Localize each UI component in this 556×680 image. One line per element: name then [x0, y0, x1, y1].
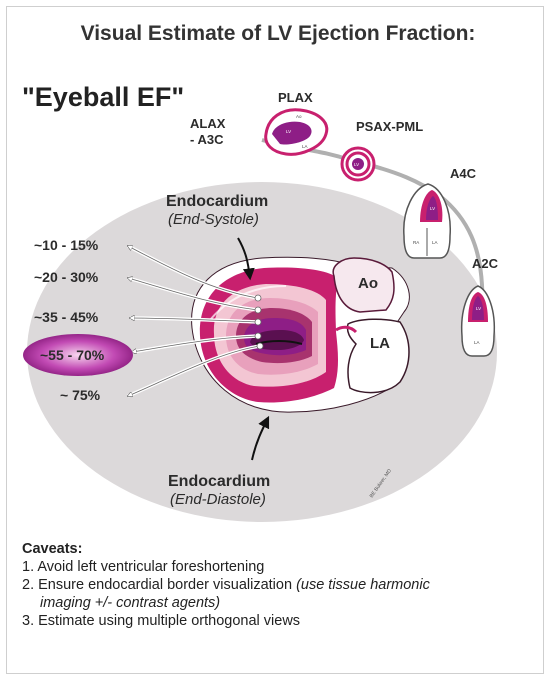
left-atrium-label: LA	[370, 335, 390, 352]
plax-la-label: LA	[302, 144, 308, 149]
caveat-item-2-italic-b: imaging +/- contrast agents)	[40, 595, 221, 611]
aorta-label: Ao	[358, 275, 378, 292]
endocardium-systole-title: Endocardium	[166, 193, 268, 210]
ef-arrows	[128, 244, 264, 398]
endocardium-diastole-title: Endocardium	[168, 473, 270, 490]
psax-view-icon: LV	[340, 146, 376, 182]
alax-label-line2: - A3C	[190, 132, 224, 147]
a4c-lv-label: LV	[430, 206, 435, 211]
endocardium-systole-phase: (End-Systole)	[168, 211, 259, 228]
caveats-section: Caveats: 1. Avoid left ventricular fores…	[22, 540, 532, 630]
psax-label: PSAX-PML	[356, 119, 423, 134]
psax-lv-label: LV	[354, 162, 359, 167]
alax-label-line1: ALAX	[190, 116, 226, 131]
ef-label-35-45: ~35 - 45%	[34, 309, 99, 325]
ef-label-20-30: ~20 - 30%	[34, 269, 99, 285]
figure-title: Visual Estimate of LV Ejection Fraction:	[80, 22, 476, 45]
a2c-view-icon: LV LA	[460, 285, 496, 357]
caveat-item-2-main: 2. Ensure endocardial border visualizati…	[22, 577, 297, 593]
systole-pointer-arrow	[237, 237, 255, 281]
ef-highlight-ellipse	[23, 334, 133, 376]
caveat-item-3: 3. Estimate using multiple orthogonal vi…	[22, 613, 301, 629]
a4c-la-label: LA	[432, 240, 438, 245]
plax-label: PLAX	[278, 90, 313, 105]
caveats-heading: Caveats:	[22, 541, 83, 557]
caveat-item-2: 2. Ensure endocardial border visualizati…	[22, 576, 532, 594]
endocardium-diastole-phase: (End-Diastole)	[170, 491, 266, 508]
caveat-item-2-italic-a: (use tissue harmonic	[296, 577, 430, 593]
plax-view-icon: Ao LV LA	[264, 108, 329, 156]
figure-subtitle: "Eyeball EF"	[22, 82, 185, 112]
a4c-view-icon: LV RA LA	[403, 183, 451, 259]
diastole-pointer-arrow	[251, 415, 270, 461]
plax-lv-label: LV	[286, 129, 291, 134]
ef-label-75: ~ 75%	[60, 387, 101, 403]
ef-label-55-70: ~55 - 70%	[40, 347, 105, 363]
a2c-lv-label: LV	[476, 306, 481, 311]
a2c-label: A2C	[472, 256, 499, 271]
plax-ao-label: Ao	[296, 114, 302, 119]
a4c-ra-label: RA	[413, 240, 419, 245]
a4c-label: A4C	[450, 166, 477, 181]
a2c-la-label: LA	[474, 340, 480, 345]
ef-label-10-15: ~10 - 15%	[34, 237, 99, 253]
caveat-item-1: 1. Avoid left ventricular foreshortening	[22, 559, 265, 575]
